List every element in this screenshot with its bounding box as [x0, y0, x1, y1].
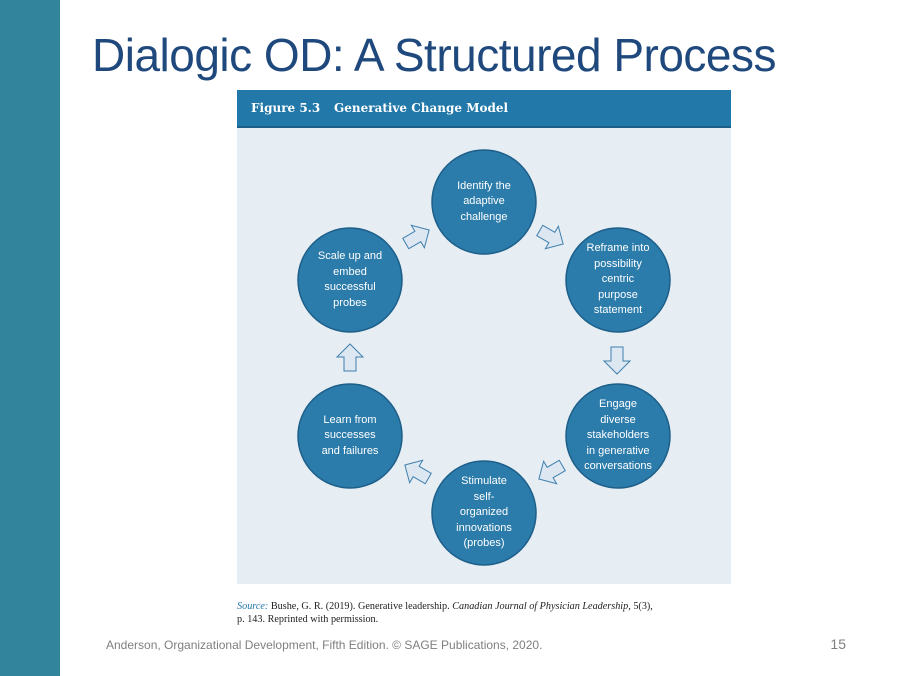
source-line-2: p. 143. Reprinted with permission. [237, 614, 379, 625]
node-label-line: Stimulate [461, 475, 507, 488]
nodes-layer [297, 149, 671, 566]
node-label-line: centric [601, 273, 635, 286]
figure-header: Figure 5.3 Generative Change Model [237, 90, 731, 128]
source-journal: Canadian Journal of Physician Leadership… [452, 601, 631, 612]
flow-arrow-icon [536, 224, 564, 250]
node-label-line: conversations [584, 460, 652, 473]
node-label-reframe: Reframe into possibility centric purpose sta… [570, 228, 666, 332]
arrows-layer [335, 224, 632, 485]
node-learn [297, 383, 403, 489]
source-citation: Source: Bushe, G. R. (2019). Generative … [237, 600, 747, 626]
page-number: 15 [830, 636, 846, 652]
node-label-line: statement [593, 304, 643, 317]
figure-number: Figure 5.3 [251, 101, 321, 115]
node-reframe [565, 227, 671, 333]
node-scale [297, 227, 403, 333]
node-label-engage: Engage diverse stakeholders in generative co… [570, 384, 666, 488]
flow-arrow-icon [402, 224, 430, 250]
node-label-line: challenge [460, 210, 508, 223]
node-label-line: successful [324, 281, 376, 293]
flow-arrow-icon [538, 459, 566, 485]
node-label-line: diverse [600, 413, 636, 426]
node-label-line: embed [333, 265, 367, 278]
source-details: 5(3), [633, 601, 653, 612]
cycle-diagram [297, 149, 671, 566]
node-identify [431, 149, 537, 255]
node-label-line: Engage [599, 398, 637, 411]
node-label-line: possibility [594, 257, 642, 270]
node-engage [565, 383, 671, 489]
node-label-line: and failures [321, 444, 379, 457]
flow-arrow-icon [404, 459, 432, 485]
node-label-line: stakeholders [586, 429, 650, 442]
figure-title: Generative Change Model [334, 101, 509, 115]
node-label-stimulate: Stimulate self-organized innovations (probe… [436, 461, 532, 565]
footer-text: Anderson, Organizational Development, Fi… [106, 638, 543, 652]
flow-arrow-icon [335, 343, 365, 372]
node-label-scale: Scale up and embed successful probes [302, 228, 398, 332]
node-label-identify: Identify the adaptive challenge [436, 150, 532, 254]
node-label-line: adaptive [463, 195, 505, 208]
flow-arrow-icon [602, 346, 632, 375]
node-label-line: innovations [456, 521, 512, 534]
node-label-line: (probes) [463, 537, 505, 550]
node-label-line: purpose [598, 288, 638, 301]
node-label-line: successes [324, 429, 376, 442]
source-label: Source: [237, 601, 269, 612]
node-label-line: in generative [586, 444, 650, 457]
node-stimulate [431, 460, 537, 566]
node-label-line: organized [459, 506, 509, 519]
node-label-line: Scale up and [317, 250, 383, 262]
node-label-learn: Learn from successes and failures [302, 384, 398, 488]
slide-title: Dialogic OD: A Structured Process [92, 29, 777, 81]
node-label-line: Reframe into [586, 242, 650, 255]
node-label-line: Learn from [323, 413, 377, 426]
side-accent-bar [0, 0, 60, 676]
figure-panel: Figure 5.3 Generative Change Model Ident… [237, 90, 731, 584]
source-author: Bushe, G. R. (2019). Generative leadersh… [270, 601, 450, 612]
node-label-line: self- [473, 490, 495, 503]
node-label-line: Identify the [457, 179, 511, 192]
node-label-line: probes [333, 296, 367, 309]
